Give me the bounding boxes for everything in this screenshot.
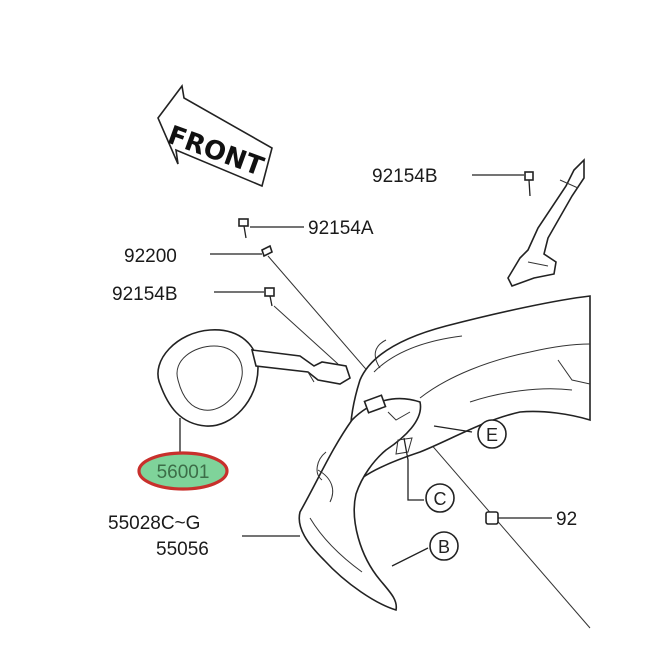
highlight-ellipse <box>137 451 229 491</box>
leader-callout-c <box>403 437 424 501</box>
callout-b-letter: B <box>438 537 450 557</box>
mirror-stay-right <box>507 158 585 287</box>
label-55028: 55028C~G <box>108 513 200 534</box>
mirror-assembly <box>157 329 351 427</box>
highlight-56001: 56001 <box>137 451 229 491</box>
front-arrow: FRONT <box>157 84 273 188</box>
label-92154a: 92154A <box>308 218 374 239</box>
label-92200: 92200 <box>124 246 177 267</box>
leader-callout-e <box>433 425 473 433</box>
bolt-92154a <box>238 218 249 239</box>
callout-e-letter: E <box>486 425 498 445</box>
leader-callout-b <box>391 547 429 567</box>
callout-b: B <box>429 531 459 561</box>
callout-c: C <box>425 483 455 513</box>
washer-92200 <box>261 244 273 258</box>
grommet-92 <box>485 511 499 525</box>
upper-cowl <box>298 295 591 612</box>
label-92154b-top: 92154B <box>372 166 438 187</box>
label-92-right: 92 <box>556 509 577 530</box>
callout-e: E <box>477 419 507 449</box>
label-92154b-left: 92154B <box>112 284 178 305</box>
bolt-axis-left <box>273 305 339 365</box>
bolt-92154b-left <box>264 287 275 307</box>
label-56001: 56001 <box>157 462 210 483</box>
callout-c-letter: C <box>434 489 447 509</box>
bolt-92154b-top <box>524 171 534 197</box>
label-55056: 55056 <box>156 539 209 560</box>
